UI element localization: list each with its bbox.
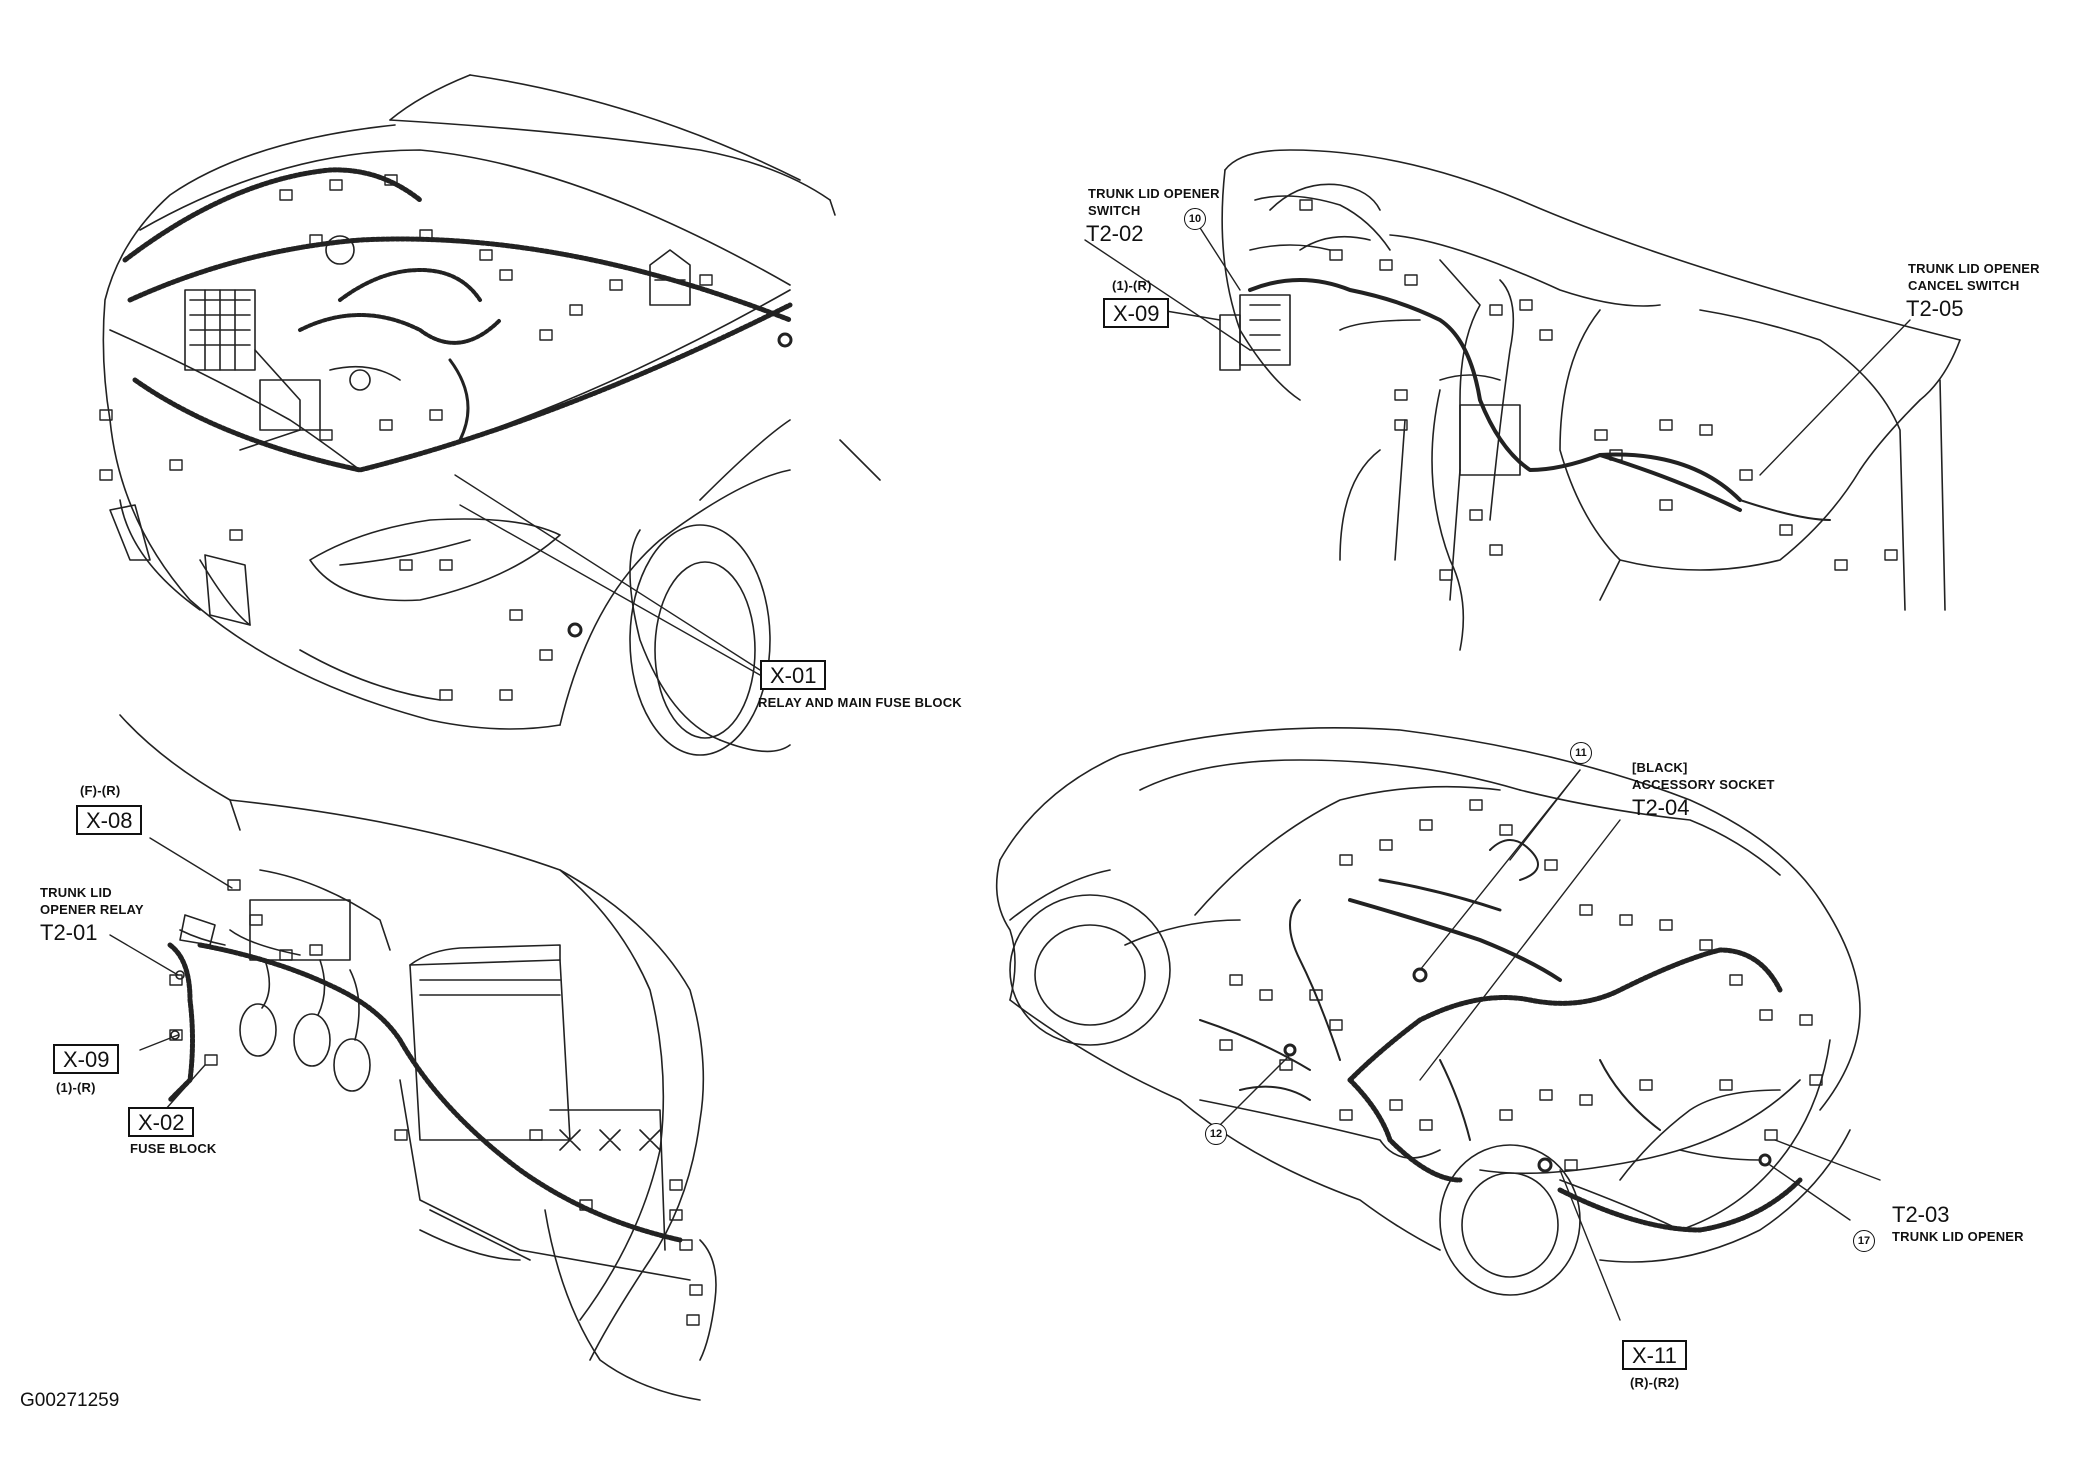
callout-12: 12 xyxy=(1205,1123,1227,1145)
connector-t203-label: T2-03 xyxy=(1892,1202,1950,1227)
t204-description: ACCESSORY SOCKET xyxy=(1632,777,1775,792)
figure-id: G00271259 xyxy=(20,1390,120,1411)
dashboard-view xyxy=(1084,149,1961,651)
t201-description-line2: OPENER RELAY xyxy=(40,902,144,917)
callout-17: 17 xyxy=(1853,1230,1875,1252)
engine-bay-view xyxy=(99,74,881,756)
t203-description: TRUNK LID OPENER xyxy=(1892,1229,2024,1244)
x01-description: RELAY AND MAIN FUSE BLOCK xyxy=(758,695,962,710)
connector-t202-label: T2-02 xyxy=(1086,221,1144,246)
x11-pin-label: (R)-(R2) xyxy=(1630,1375,1680,1390)
t201-description-line1: TRUNK LID xyxy=(40,885,112,900)
t202-description-line2: SWITCH xyxy=(1088,203,1141,218)
connector-x09-top-label: X-09 xyxy=(1103,298,1170,328)
t204-color-label: [BLACK] xyxy=(1632,760,1688,775)
t205-description-line1: TRUNK LID OPENER xyxy=(1908,261,2040,276)
connector-t201-label: T2-01 xyxy=(40,920,98,945)
connector-x11-label: X-11 xyxy=(1622,1340,1687,1370)
connector-x02-label: X-02 xyxy=(128,1107,195,1137)
connector-t205-label: T2-05 xyxy=(1906,296,1964,321)
rear-body-view xyxy=(995,726,1881,1321)
t202-description-line1: TRUNK LID OPENER xyxy=(1088,186,1220,201)
connector-x09-bottom-label: X-09 xyxy=(53,1044,120,1074)
driver-footwell-view xyxy=(109,714,717,1401)
callout-11: 11 xyxy=(1570,742,1592,764)
x02-description: FUSE BLOCK xyxy=(130,1141,217,1156)
t205-description-line2: CANCEL SWITCH xyxy=(1908,278,2020,293)
x09-top-pin-label: (1)-(R) xyxy=(1112,278,1152,293)
connector-t204-label: T2-04 xyxy=(1632,795,1690,820)
x09-bottom-pin-label: (1)-(R) xyxy=(56,1080,96,1095)
x08-pin-label: (F)-(R) xyxy=(80,783,121,798)
callout-10: 10 xyxy=(1184,208,1206,230)
connector-x01-label: X-01 xyxy=(760,660,827,690)
connector-x08-label: X-08 xyxy=(76,805,143,835)
